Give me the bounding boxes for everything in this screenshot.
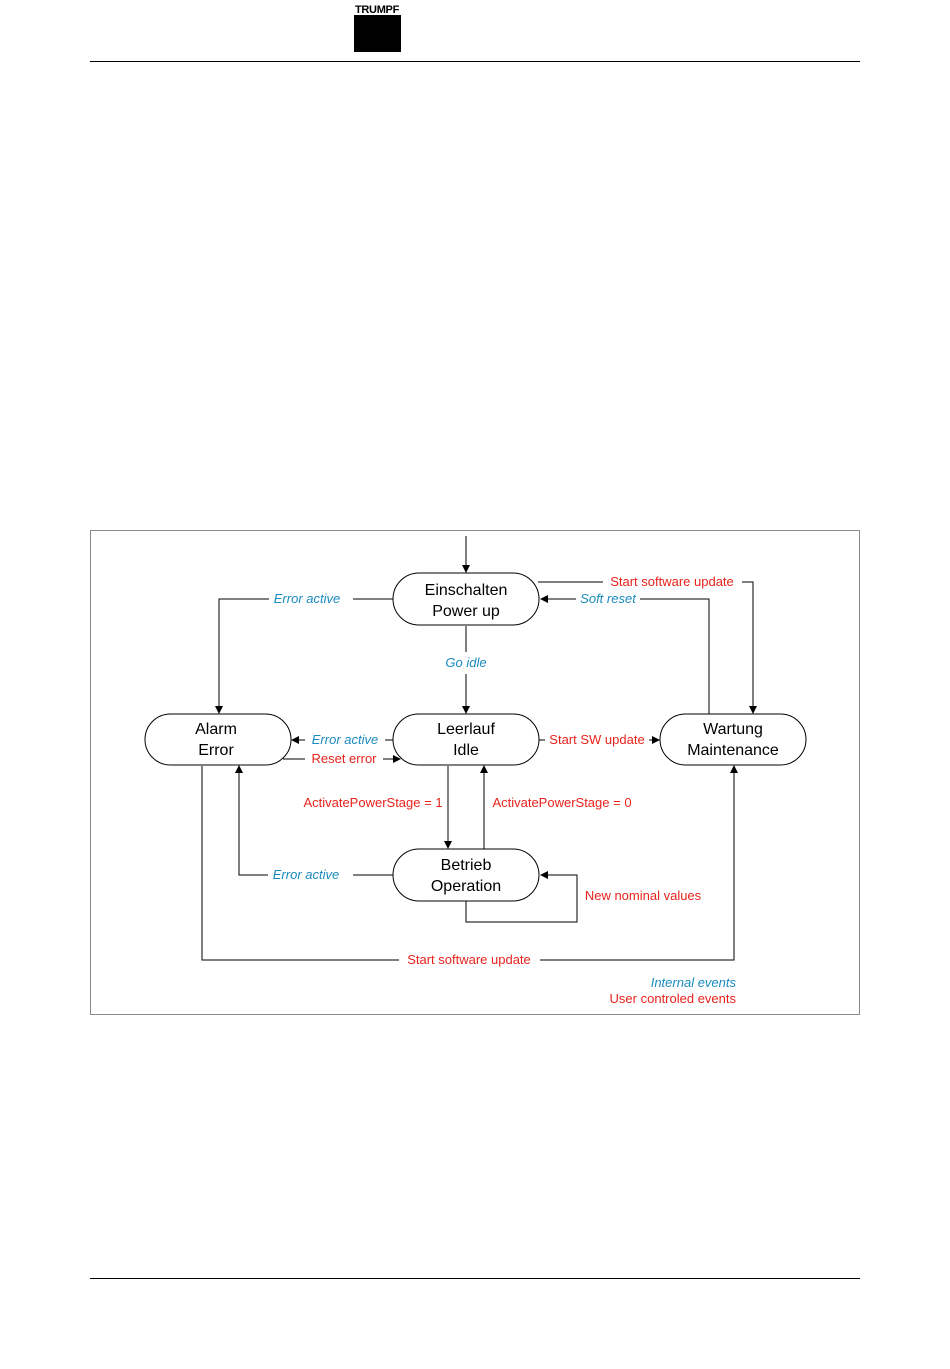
- label-start-software-update-top: Start software update: [610, 574, 734, 589]
- legend: Internal events User controled events: [610, 975, 737, 1006]
- arrowhead-operation-right: [540, 871, 548, 879]
- label-error-active-powerup: Error active: [274, 591, 340, 606]
- trumpf-logo-mark: [354, 15, 401, 52]
- label-activate-power-stage-0: ActivatePowerStage = 0: [492, 795, 631, 810]
- trumpf-logo-text: TRUMPF: [354, 4, 400, 16]
- label-error-active-idle: Error active: [312, 732, 378, 747]
- state-idle: Leerlauf Idle: [392, 713, 540, 766]
- state-power-up: Einschalten Power up: [392, 572, 540, 626]
- state-operation: Betrieb Operation: [392, 848, 540, 902]
- state-power-up-line1: Einschalten: [425, 582, 508, 599]
- state-error-line1: Alarm: [195, 721, 237, 738]
- footer-rule: [90, 1278, 860, 1279]
- error-to-maintenance-edge: [201, 766, 735, 961]
- label-error-active-operation: Error active: [273, 867, 339, 882]
- arrowhead-idle-bottom: [480, 765, 488, 773]
- state-maintenance-line2: Maintenance: [687, 742, 779, 759]
- arrowheads: [215, 565, 757, 879]
- arrowhead-maintenance-top: [749, 706, 757, 714]
- legend-internal-events: Internal events: [651, 975, 737, 990]
- state-idle-line1: Leerlauf: [437, 721, 495, 738]
- transition-lines: [201, 536, 754, 961]
- diagram-frame: [90, 530, 860, 1015]
- operation-selfloop-edge: [465, 874, 578, 923]
- arrowhead-error-bottom: [235, 765, 243, 773]
- label-new-nominal-values: New nominal values: [585, 888, 702, 903]
- operation-to-error-edge: [238, 772, 393, 876]
- legend-user-events: User controled events: [610, 991, 737, 1006]
- label-soft-reset: Soft reset: [580, 591, 637, 606]
- state-power-up-line2: Power up: [432, 603, 500, 620]
- arrowhead-maintenance-bottom: [730, 765, 738, 773]
- arrowhead-error-top: [215, 706, 223, 714]
- arrowhead-idle-left: [393, 755, 401, 763]
- transition-labels: Start software update Soft reset Error a…: [273, 574, 734, 967]
- label-reset-error: Reset error: [311, 751, 377, 766]
- arrowhead-operation-top: [444, 841, 452, 849]
- arrowhead-maintenance-left: [652, 736, 660, 744]
- state-idle-line2: Idle: [453, 742, 479, 759]
- state-operation-line2: Operation: [431, 878, 501, 895]
- label-go-idle: Go idle: [445, 655, 486, 670]
- powerup-to-error-edge: [218, 598, 393, 707]
- state-error: Alarm Error: [144, 713, 292, 766]
- arrowhead-error-right: [291, 736, 299, 744]
- label-activate-power-stage-1: ActivatePowerStage = 1: [303, 795, 442, 810]
- state-operation-line1: Betrieb: [441, 857, 492, 874]
- label-start-software-update-bottom: Start software update: [407, 952, 531, 967]
- arrowhead-powerup-right: [540, 595, 548, 603]
- maintenance-to-powerup-edge: [547, 598, 710, 715]
- powerup-to-maintenance-edge: [538, 581, 754, 707]
- arrowhead-idle-top: [462, 706, 470, 714]
- state-maintenance: Wartung Maintenance: [659, 713, 807, 766]
- state-error-line2: Error: [198, 742, 234, 759]
- state-maintenance-line1: Wartung: [703, 721, 763, 738]
- label-start-sw-update: Start SW update: [549, 732, 644, 747]
- arrowhead-entry: [462, 565, 470, 573]
- header-rule: [90, 61, 860, 62]
